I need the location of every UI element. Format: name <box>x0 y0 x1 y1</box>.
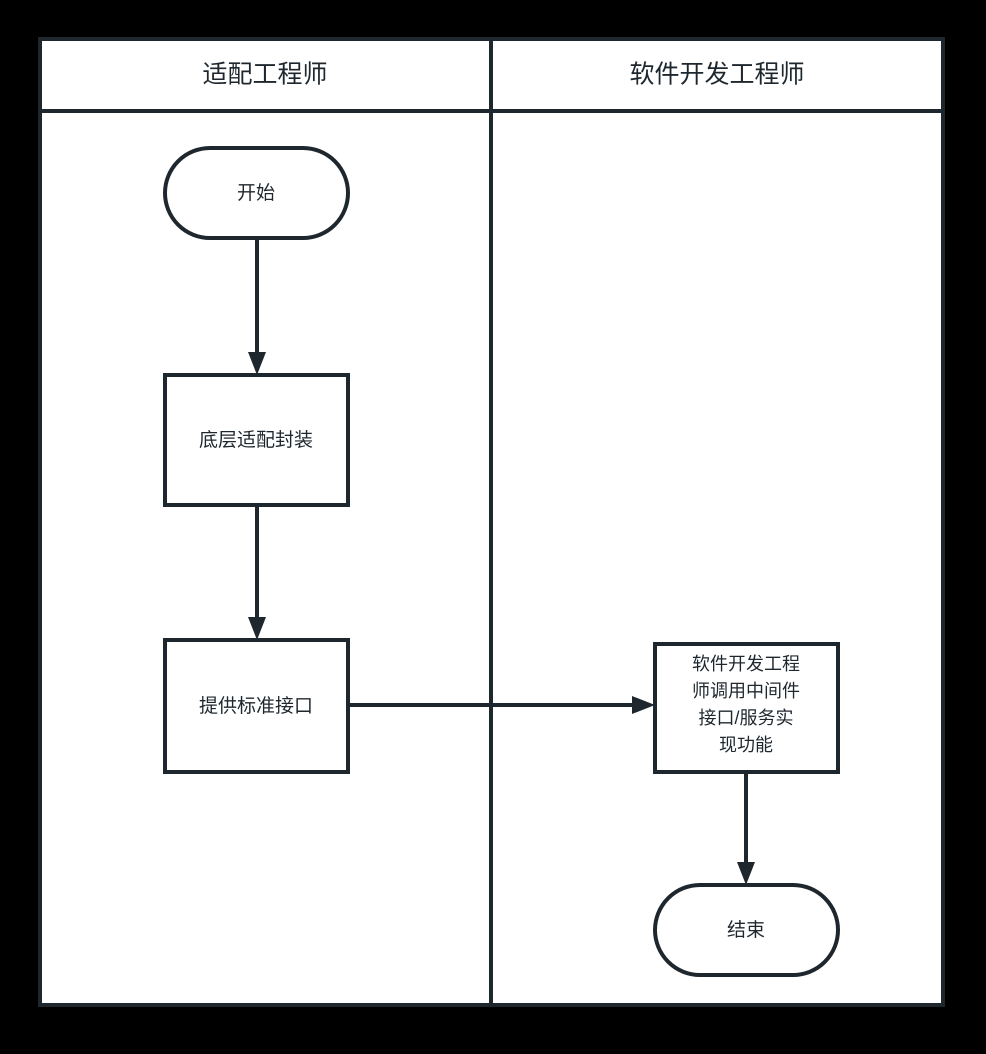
edge-encapsulation-to-interface <box>248 505 266 640</box>
node-start-label: 开始 <box>237 182 275 204</box>
node-bottom-adaptation-encapsulation-label: 底层适配封装 <box>199 429 313 451</box>
node-invoke-middleware-label-line-1: 软件开发工程 <box>692 654 800 674</box>
node-end-label: 结束 <box>727 919 765 941</box>
arrow-head-down-icon <box>248 352 266 375</box>
node-invoke-middleware-label-line-3: 接口/服务实 <box>698 708 793 728</box>
arrow-head-down-icon <box>248 617 266 640</box>
lane-title-adaptation-engineer: 适配工程师 <box>202 61 327 89</box>
lane-title-software-dev-engineer: 软件开发工程师 <box>629 61 804 89</box>
node-bottom-adaptation-encapsulation-shape[interactable] <box>163 373 350 507</box>
arrow-head-right-icon <box>632 696 655 714</box>
node-invoke-middleware-shape[interactable] <box>653 642 840 774</box>
node-start-shape[interactable] <box>163 146 350 240</box>
edge-interface-to-middleware <box>348 696 655 714</box>
arrow-head-down-icon <box>737 862 755 885</box>
edge-start-to-encapsulation <box>248 238 266 375</box>
node-provide-standard-interface-shape[interactable] <box>163 638 350 774</box>
node-start[interactable]: 开始 <box>163 146 350 240</box>
node-end-shape[interactable] <box>653 883 840 977</box>
node-invoke-middleware[interactable]: 软件开发工程 师调用中间件 接口/服务实 现功能 <box>653 642 840 774</box>
node-invoke-middleware-label-line-4: 现功能 <box>719 735 773 755</box>
edge-middleware-to-end <box>737 772 755 885</box>
node-provide-standard-interface-label: 提供标准接口 <box>199 695 313 717</box>
node-provide-standard-interface[interactable]: 提供标准接口 <box>163 638 350 774</box>
node-invoke-middleware-label-line-2: 师调用中间件 <box>692 681 800 701</box>
node-bottom-adaptation-encapsulation[interactable]: 底层适配封装 <box>163 373 350 507</box>
node-end[interactable]: 结束 <box>653 883 840 977</box>
